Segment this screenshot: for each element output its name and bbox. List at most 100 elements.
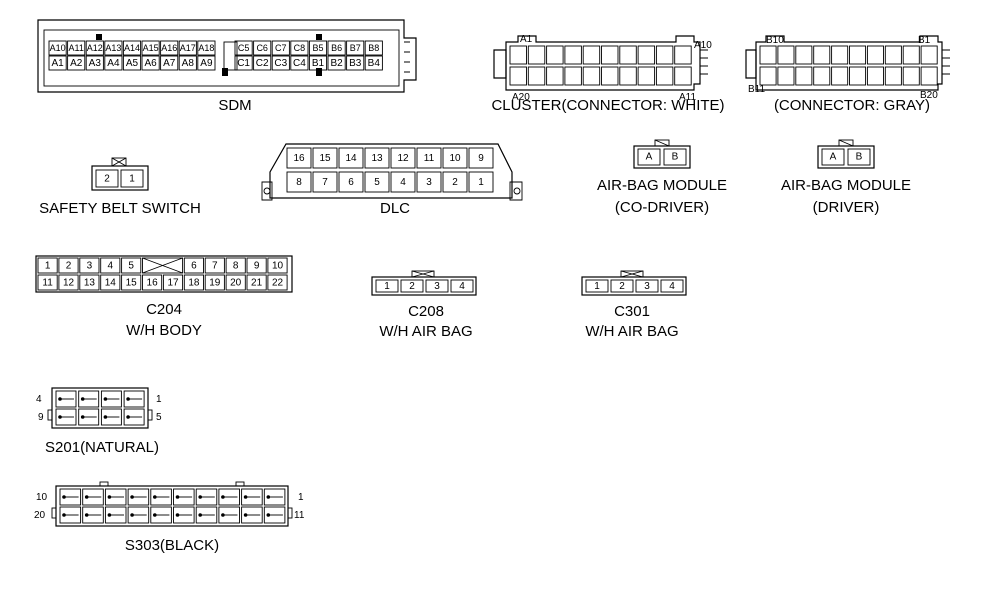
dlc-top-cell bbox=[416, 147, 442, 169]
s303-pin-grid bbox=[59, 488, 286, 524]
sdm-top-pin-label: A11 bbox=[69, 43, 84, 53]
dlc-bottom-cell bbox=[442, 171, 468, 193]
sdm-bottom-pin-label: A1 bbox=[51, 58, 64, 69]
dlc-label: DLC bbox=[380, 200, 410, 217]
s303-pin-1: 1 bbox=[298, 492, 304, 503]
c204-label-1: C204 bbox=[146, 301, 182, 318]
sdm-bottom-cell bbox=[290, 55, 309, 71]
s303-terminal-dot bbox=[107, 495, 112, 499]
sdm-bottom-cell bbox=[271, 55, 290, 71]
s303-cell bbox=[195, 488, 218, 506]
safety-belt-switch-label: SAFETY BELT SWITCH bbox=[39, 200, 201, 217]
cluster-white-cell bbox=[546, 66, 564, 86]
c301-label-1: C301 bbox=[614, 303, 650, 320]
dlc-bottom-pin-label: 7 bbox=[322, 177, 328, 188]
s303-cell bbox=[127, 488, 150, 506]
cluster-white-cell bbox=[674, 45, 692, 65]
dlc-bottom-pin-label: 6 bbox=[348, 177, 354, 188]
cluster-white-cell bbox=[582, 45, 601, 65]
c204-top-pin-label: 7 bbox=[212, 261, 218, 272]
sdm-bottom-pin-label: A7 bbox=[163, 58, 176, 69]
sdm-bottom-cell bbox=[48, 55, 67, 71]
c208-cell bbox=[400, 279, 424, 293]
dlc-bottom-pin-label: 2 bbox=[452, 177, 458, 188]
c204-top-cell bbox=[246, 257, 267, 274]
dlc-top-cell bbox=[312, 147, 338, 169]
cluster-white-cell bbox=[674, 66, 692, 86]
c204-bottom-pin-label: 21 bbox=[251, 278, 263, 289]
c208-cell bbox=[425, 279, 449, 293]
cluster-gray-cell bbox=[795, 66, 813, 86]
c301-pin-label: 1 bbox=[594, 281, 600, 292]
safety-belt-pin-2: 2 bbox=[104, 174, 110, 185]
c204-bottom-cell bbox=[162, 274, 184, 291]
sdm-bottom-pin-label: B4 bbox=[368, 58, 381, 69]
cluster-gray-cell bbox=[920, 45, 938, 65]
airbag-driver-connector: A B AIR-BAG MODULE (DRIVER) bbox=[781, 139, 911, 216]
c204-bottom-pin-label: 22 bbox=[272, 278, 284, 289]
c204-bottom-cell bbox=[246, 274, 267, 291]
sdm-top-pin-label: A12 bbox=[87, 43, 103, 53]
s201-label: S201(NATURAL) bbox=[45, 439, 159, 456]
cluster-white-pin-grid bbox=[509, 45, 692, 86]
dlc-top-cell bbox=[286, 147, 312, 169]
s303-cell bbox=[263, 506, 286, 524]
s201-cell bbox=[55, 408, 77, 426]
dlc-top-cell bbox=[468, 147, 494, 169]
c204-bottom-cell bbox=[225, 274, 246, 291]
airbag-driver-pin-b: B bbox=[856, 152, 863, 163]
cluster-gray-cell bbox=[777, 66, 795, 86]
s303-cell bbox=[127, 506, 150, 524]
c204-bottom-cell bbox=[37, 274, 58, 291]
c204-bottom-cell bbox=[142, 274, 163, 291]
sdm-top-cell bbox=[290, 40, 309, 56]
cluster-white-cell bbox=[582, 66, 601, 86]
sdm-top-pin-label: A18 bbox=[198, 43, 214, 53]
cluster-white-cell bbox=[601, 45, 619, 65]
c204-top-pin-label: 6 bbox=[191, 261, 197, 272]
cluster-white-cell bbox=[655, 66, 674, 86]
sdm-bottom-cell bbox=[141, 55, 160, 71]
c204-bottom-cell bbox=[183, 274, 204, 291]
s303-cell bbox=[104, 488, 127, 506]
dlc-bottom-pin-label: 4 bbox=[400, 177, 406, 188]
s303-label: S303(BLACK) bbox=[125, 537, 219, 554]
sdm-bottom-pin-label: A4 bbox=[107, 58, 120, 69]
dlc-top-pin-label: 16 bbox=[293, 153, 305, 164]
s303-cell bbox=[263, 488, 286, 506]
airbag-codriver-label-1: AIR-BAG MODULE bbox=[597, 177, 727, 194]
c204-bottom-cell bbox=[58, 274, 79, 291]
sdm-bottom-pin-label: C1 bbox=[237, 58, 250, 69]
s303-connector: 10 1 20 11 S303(BLACK) bbox=[34, 481, 305, 554]
s201-terminal-dot bbox=[103, 397, 108, 401]
sdm-bottom-cell bbox=[364, 55, 383, 71]
sdm-label: SDM bbox=[218, 97, 251, 114]
dlc-bottom-cell bbox=[390, 171, 416, 193]
c204-top-cell bbox=[37, 257, 58, 274]
dlc-bottom-cell bbox=[416, 171, 442, 193]
cluster-gray-cell bbox=[902, 66, 920, 86]
sdm-bottom-cell bbox=[67, 55, 86, 71]
cluster-gray-cell bbox=[795, 45, 813, 65]
c208-cell bbox=[375, 279, 399, 293]
cluster-white-cell bbox=[546, 45, 564, 65]
c208-pin-label: 2 bbox=[409, 281, 415, 292]
cluster-white-cell bbox=[527, 66, 546, 86]
s303-cell bbox=[241, 506, 263, 524]
sdm-top-pin-label: A15 bbox=[143, 43, 159, 53]
c204-bottom-cell bbox=[79, 274, 100, 291]
sdm-top-pin-label: B8 bbox=[368, 43, 379, 53]
safety-belt-switch-connector: 2 1 SAFETY BELT SWITCH bbox=[39, 157, 201, 217]
airbag-driver-pin-a: A bbox=[830, 152, 837, 163]
c301-pin-label: 4 bbox=[669, 281, 675, 292]
c204-bottom-cell bbox=[121, 274, 142, 291]
c301-cell bbox=[585, 279, 609, 293]
dlc-top-pin-label: 10 bbox=[449, 153, 461, 164]
c301-cell bbox=[610, 279, 634, 293]
cluster-white-label: CLUSTER(CONNECTOR: WHITE) bbox=[491, 97, 724, 114]
